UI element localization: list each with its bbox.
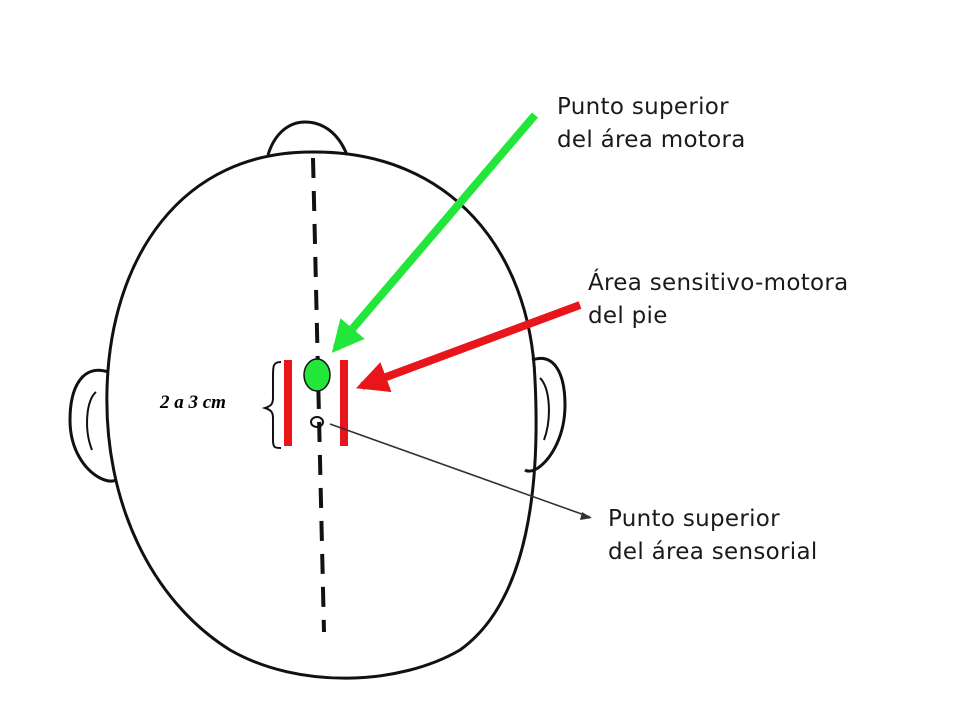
measure-label: 2 a 3 cm (160, 392, 226, 413)
sensory-leader-tip (580, 512, 592, 520)
left-ear-inner (86, 391, 97, 451)
head-outline (105, 150, 538, 680)
foot-area-arrow (356, 301, 582, 393)
motor-point-arrow (331, 112, 539, 353)
motor-point-dot (303, 358, 331, 392)
sensory-point-label-line2: del área sensorial (608, 539, 818, 565)
midline-dashed (311, 157, 326, 633)
foot-area-label-line1: Área sensitivo-motora (588, 270, 849, 296)
left-marker-bar (284, 360, 292, 446)
motor-point-label-line1: Punto superior (557, 94, 729, 120)
right-ear-outline (524, 356, 567, 473)
motor-point-label-line2: del área motora (557, 127, 746, 153)
left-ear-outline (68, 368, 117, 483)
nose-outline (266, 120, 349, 156)
sensory-point-label-line1: Punto superior (608, 506, 780, 532)
right-marker-bar (340, 360, 348, 446)
measure-brace (261, 361, 282, 449)
sensory-leader-line (329, 423, 591, 518)
sensory-point-circle (310, 416, 324, 428)
foot-area-label-line2: del pie (588, 303, 668, 329)
right-ear-inner (539, 377, 550, 441)
